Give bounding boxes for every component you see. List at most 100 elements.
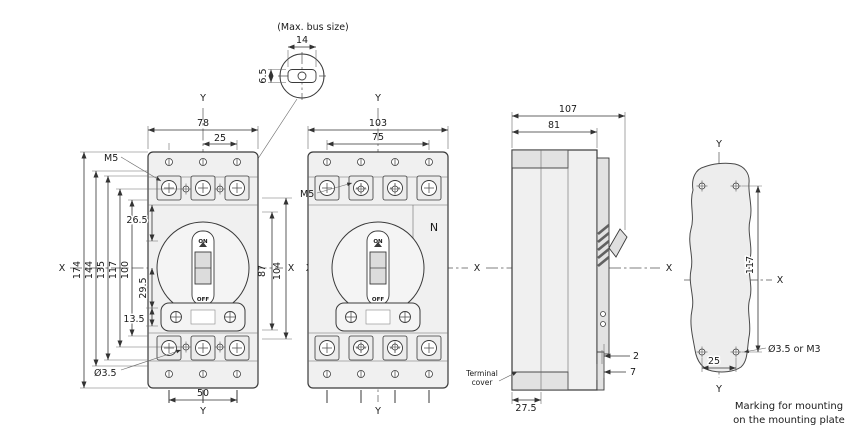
handle-on-label: ON bbox=[198, 239, 208, 245]
handle-bezel-hatch bbox=[597, 223, 610, 268]
small-screw bbox=[199, 370, 207, 378]
plate-hole-leader bbox=[743, 347, 767, 353]
detail-view-max-bus-size: (Max. bus size) 14 6.5 bbox=[245, 22, 349, 178]
handle-off-label: OFF bbox=[197, 297, 209, 303]
terminal-screw bbox=[190, 175, 216, 201]
terminal-screw bbox=[190, 335, 216, 361]
dim-body-depth: 81 bbox=[548, 120, 560, 131]
dim-overall-depth: 107 bbox=[559, 104, 577, 115]
dim-13-5: 13.5 bbox=[123, 314, 144, 325]
terminal-screw bbox=[416, 335, 442, 361]
small-screw bbox=[425, 370, 433, 378]
terminal-screw bbox=[156, 335, 182, 361]
handle-off-label: OFF bbox=[372, 297, 384, 303]
bottom-terminal-pins bbox=[326, 390, 430, 403]
small-screw bbox=[357, 370, 365, 378]
dim-7: 7 bbox=[630, 367, 636, 378]
axis-label-x: X bbox=[777, 275, 784, 286]
detail-title: (Max. bus size) bbox=[277, 22, 349, 33]
dim-hole-hspacing: 25 bbox=[708, 356, 720, 367]
dim-29-5: 29.5 bbox=[138, 277, 149, 298]
terminal-screw bbox=[314, 335, 340, 361]
mounting-plate-view: 117 25 Ø3.5 or M3 Marking for mounting o… bbox=[689, 162, 845, 426]
side-screw bbox=[600, 311, 606, 317]
plate-hole-callout: Ø3.5 or M3 bbox=[768, 344, 821, 355]
side-body-outline bbox=[511, 149, 598, 391]
terminal-cover-callout-line1: Terminal bbox=[465, 369, 498, 378]
terminal-screw bbox=[224, 175, 250, 201]
neutral-pole-label: N bbox=[430, 221, 438, 234]
front-view-4pole: ON OFF N 103 75 M5 bbox=[300, 118, 449, 403]
side-screw bbox=[600, 321, 606, 327]
escutcheon-plate bbox=[336, 303, 420, 331]
axis-label-x: X bbox=[666, 263, 673, 274]
terminal-screw-callout: M5 bbox=[300, 189, 314, 200]
dim-bus-width: 14 bbox=[296, 35, 308, 46]
axis-labels: X X X X X X Y Y Y Y Y Y bbox=[59, 93, 784, 417]
dim-100: 100 bbox=[120, 261, 131, 279]
dim-overall-height: 174 bbox=[72, 261, 83, 279]
axis-label-y: Y bbox=[715, 139, 722, 150]
handle-on-label: ON bbox=[373, 239, 383, 245]
plate-caption-line1: Marking for mounting bbox=[735, 401, 843, 412]
small-screw bbox=[391, 370, 399, 378]
mounting-hole-callout: Ø3.5 bbox=[94, 368, 117, 379]
dim-117: 117 bbox=[108, 261, 119, 279]
m5-leader-line bbox=[120, 156, 162, 182]
small-screw bbox=[199, 158, 207, 166]
extension-lines bbox=[701, 185, 762, 372]
axis-label-y: Y bbox=[199, 93, 206, 104]
side-inner-lines bbox=[540, 150, 569, 390]
dim-144: 144 bbox=[84, 261, 95, 279]
dim-135: 135 bbox=[96, 261, 107, 279]
small-screw bbox=[323, 158, 331, 166]
extension-lines bbox=[307, 126, 449, 150]
escutcheon-plate bbox=[161, 303, 245, 331]
plate-caption-line2: on the mounting plate bbox=[733, 415, 845, 426]
axis-label-y: Y bbox=[374, 93, 381, 104]
small-screw bbox=[425, 158, 433, 166]
detail-extension-lines bbox=[268, 50, 317, 83]
plate-sketch-outline bbox=[689, 162, 752, 373]
dim-hole-vspacing: 117 bbox=[745, 256, 756, 274]
dim-overall-width: 78 bbox=[197, 118, 209, 129]
small-screw bbox=[357, 158, 365, 166]
m5-leader-line bbox=[316, 182, 353, 194]
axis-label-x: X bbox=[474, 263, 481, 274]
bus-screw-hole bbox=[297, 71, 307, 81]
dim-pole-pitch: 25 bbox=[214, 133, 226, 144]
small-screw bbox=[165, 370, 173, 378]
small-screw bbox=[165, 158, 173, 166]
dim-overall-width: 103 bbox=[369, 118, 387, 129]
small-screw bbox=[233, 370, 241, 378]
dim-pole-span: 75 bbox=[372, 132, 384, 143]
terminal-detail-circle bbox=[279, 53, 325, 99]
front-view-3pole: ON OFF 78 25 174 144 135 117 100 26.5 29… bbox=[72, 118, 292, 403]
dim-bus-thickness: 6.5 bbox=[258, 68, 269, 83]
small-screw bbox=[391, 158, 399, 166]
dim-2: 2 bbox=[633, 351, 639, 362]
dim-104: 104 bbox=[272, 262, 283, 280]
axis-label-y: Y bbox=[374, 406, 381, 417]
terminal-screw bbox=[224, 335, 250, 361]
terminal-screw-callout: M5 bbox=[104, 153, 118, 164]
hole-leader-line bbox=[120, 349, 182, 371]
terminal-cover-leader bbox=[498, 371, 518, 382]
axis-label-x: X bbox=[59, 263, 66, 274]
dim-87: 87 bbox=[257, 265, 268, 277]
small-screw bbox=[233, 158, 241, 166]
axis-label-y: Y bbox=[715, 384, 722, 395]
dim-cover-depth: 27.5 bbox=[515, 403, 536, 414]
body-inner-lines bbox=[308, 176, 448, 362]
top-terminal-shroud bbox=[511, 149, 569, 169]
dim-26-5: 26.5 bbox=[126, 215, 147, 226]
bottom-front-foot bbox=[596, 351, 605, 391]
dim-50: 50 bbox=[197, 388, 209, 399]
terminal-cover-callout-line2: cover bbox=[472, 378, 494, 387]
terminal-screw bbox=[416, 175, 442, 201]
bottom-terminal-shroud bbox=[511, 371, 569, 391]
axis-label-y: Y bbox=[199, 406, 206, 417]
small-screw bbox=[323, 370, 331, 378]
